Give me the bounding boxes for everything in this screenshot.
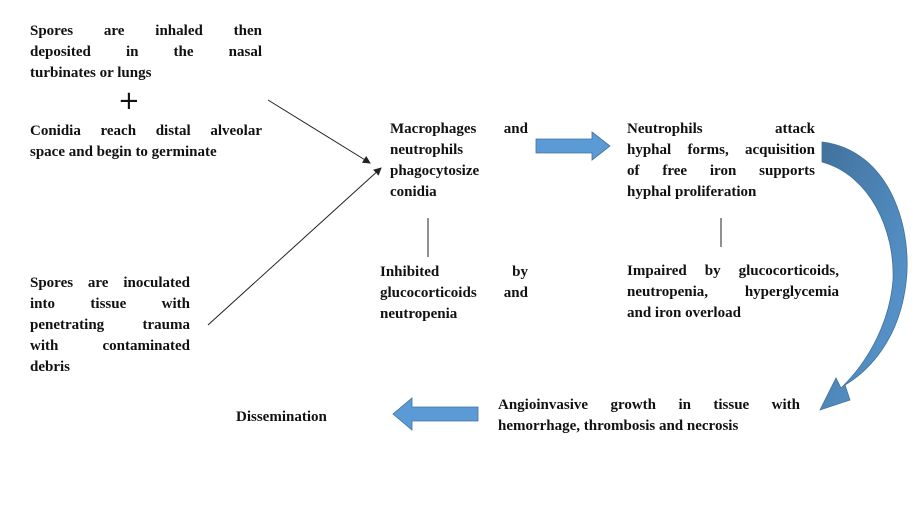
text-line: neutropenia	[380, 306, 458, 322]
text-line: deposited in the nasal	[30, 44, 262, 60]
text-line: Angioinvasive growth in tissue with	[498, 397, 800, 413]
text-line: glucocorticoids and	[380, 285, 528, 301]
text-line: and iron overload	[627, 305, 741, 321]
arrow-inoculated-to-macrophages	[207, 167, 382, 326]
node-dissemination: Dissemination	[236, 407, 327, 428]
text-line: Conidia reach distal alveolar	[30, 123, 262, 139]
text-line: debris	[30, 359, 71, 375]
text-line: neutrophils	[390, 142, 464, 158]
node-neutrophils: Neutrophils attack hyphal forms, acquisi…	[627, 119, 815, 203]
text-line: Dissemination	[236, 409, 327, 425]
text-line: hyphal proliferation	[627, 184, 757, 200]
text-line: Inhibited by	[380, 264, 528, 280]
text-line: space and begin to germinate	[30, 144, 217, 160]
node-conidia: Conidia reach distal alveolar space and …	[30, 121, 262, 163]
text-line: Spores are inhaled then	[30, 23, 262, 39]
node-angioinvasive: Angioinvasive growth in tissue with hemo…	[498, 395, 800, 437]
node-inhaled: Spores are inhaled then deposited in the…	[30, 21, 262, 84]
text-line: Spores are inoculated	[30, 275, 190, 291]
node-inoculated: Spores are inoculated into tissue with p…	[30, 273, 190, 378]
text-line: with contaminated	[30, 338, 190, 354]
text-line: Neutrophils attack	[627, 121, 815, 137]
node-impaired: Impaired by glucocorticoids, neutropenia…	[627, 261, 839, 324]
plus-sign: +	[118, 86, 140, 116]
block-arrow-right-icon	[535, 131, 611, 161]
text-line: turbinates or lungs	[30, 65, 152, 81]
text-line: hemorrhage, thrombosis and necrosis	[498, 418, 739, 434]
node-macrophages: Macrophages and neutrophils phagocytosiz…	[390, 119, 528, 203]
curved-arrow-icon	[819, 141, 908, 411]
block-arrow-left-icon	[392, 397, 479, 431]
text-line: Macrophages and	[390, 121, 528, 137]
text-line: phagocytosize	[390, 163, 480, 179]
arrow-inhaled-to-macrophages	[267, 99, 371, 164]
node-inhibited: Inhibited by glucocorticoids and neutrop…	[380, 262, 528, 325]
text-line: of free iron supports	[627, 163, 815, 179]
text-line: into tissue with	[30, 296, 190, 312]
text-line: penetrating trauma	[30, 317, 190, 333]
text-line: conidia	[390, 184, 437, 200]
text-line: neutropenia, hyperglycemia	[627, 284, 839, 300]
text-line: hyphal forms, acquisition	[627, 142, 815, 158]
text-line: Impaired by glucocorticoids,	[627, 263, 839, 279]
